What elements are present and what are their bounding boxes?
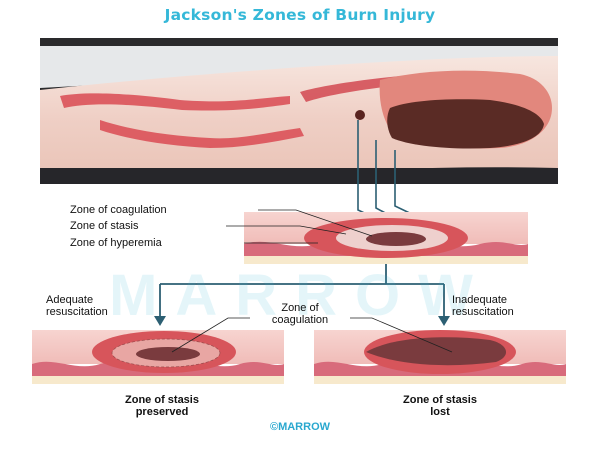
- left-zone-coagulation: [136, 347, 200, 361]
- right-zone-coagulation-expanded: [366, 337, 507, 366]
- label-middle-zone-coagulation: Zone of coagulation: [271, 302, 329, 326]
- photo-burn-margin-lower: [100, 120, 304, 148]
- brand-logo-text: ©MARROW: [269, 421, 331, 433]
- label-adequate-resuscitation: Adequate resuscitation: [46, 294, 108, 318]
- photo-bottom-shadow: [40, 168, 558, 184]
- zone-leader-lines: [226, 209, 373, 244]
- skin-section-preserved: [32, 330, 284, 384]
- branch-left-arrowhead: [154, 316, 166, 326]
- leader-coagulation: [258, 209, 373, 237]
- right-fat-layer: [314, 376, 566, 384]
- photo-eschar-spot: [355, 110, 365, 120]
- top-zone-coagulation: [366, 232, 426, 246]
- label-zone-hyperemia: Zone of hyperemia: [70, 237, 162, 249]
- skin-section-top: [244, 212, 528, 264]
- top-fat-layer: [244, 256, 528, 264]
- leader-middle-left: [171, 317, 250, 353]
- branch-right-arrowhead: [438, 316, 450, 326]
- label-stasis-preserved: Zone of stasis preserved: [125, 394, 199, 418]
- left-zone-stasis-outline: [111, 338, 221, 368]
- left-fat-layer: [32, 376, 284, 384]
- photo-burn-margin-upper: [60, 93, 290, 111]
- label-zone-stasis: Zone of stasis: [70, 220, 139, 232]
- leader-stasis: [226, 225, 347, 235]
- burn-photograph: [40, 38, 558, 184]
- skin-section-lost: [314, 330, 566, 384]
- leader-middle-right: [350, 317, 453, 353]
- label-zone-coagulation: Zone of coagulation: [70, 204, 167, 216]
- watermark: MARROW: [109, 263, 491, 328]
- label-inadequate-resuscitation: Inadequate resuscitation: [452, 294, 514, 318]
- middle-leader-lines: [171, 317, 453, 353]
- label-stasis-lost: Zone of stasis lost: [403, 394, 477, 418]
- diagram-title: Jackson's Zones of Burn Injury: [164, 6, 436, 24]
- branch-arrows: [159, 264, 445, 320]
- photo-eschar: [387, 99, 544, 149]
